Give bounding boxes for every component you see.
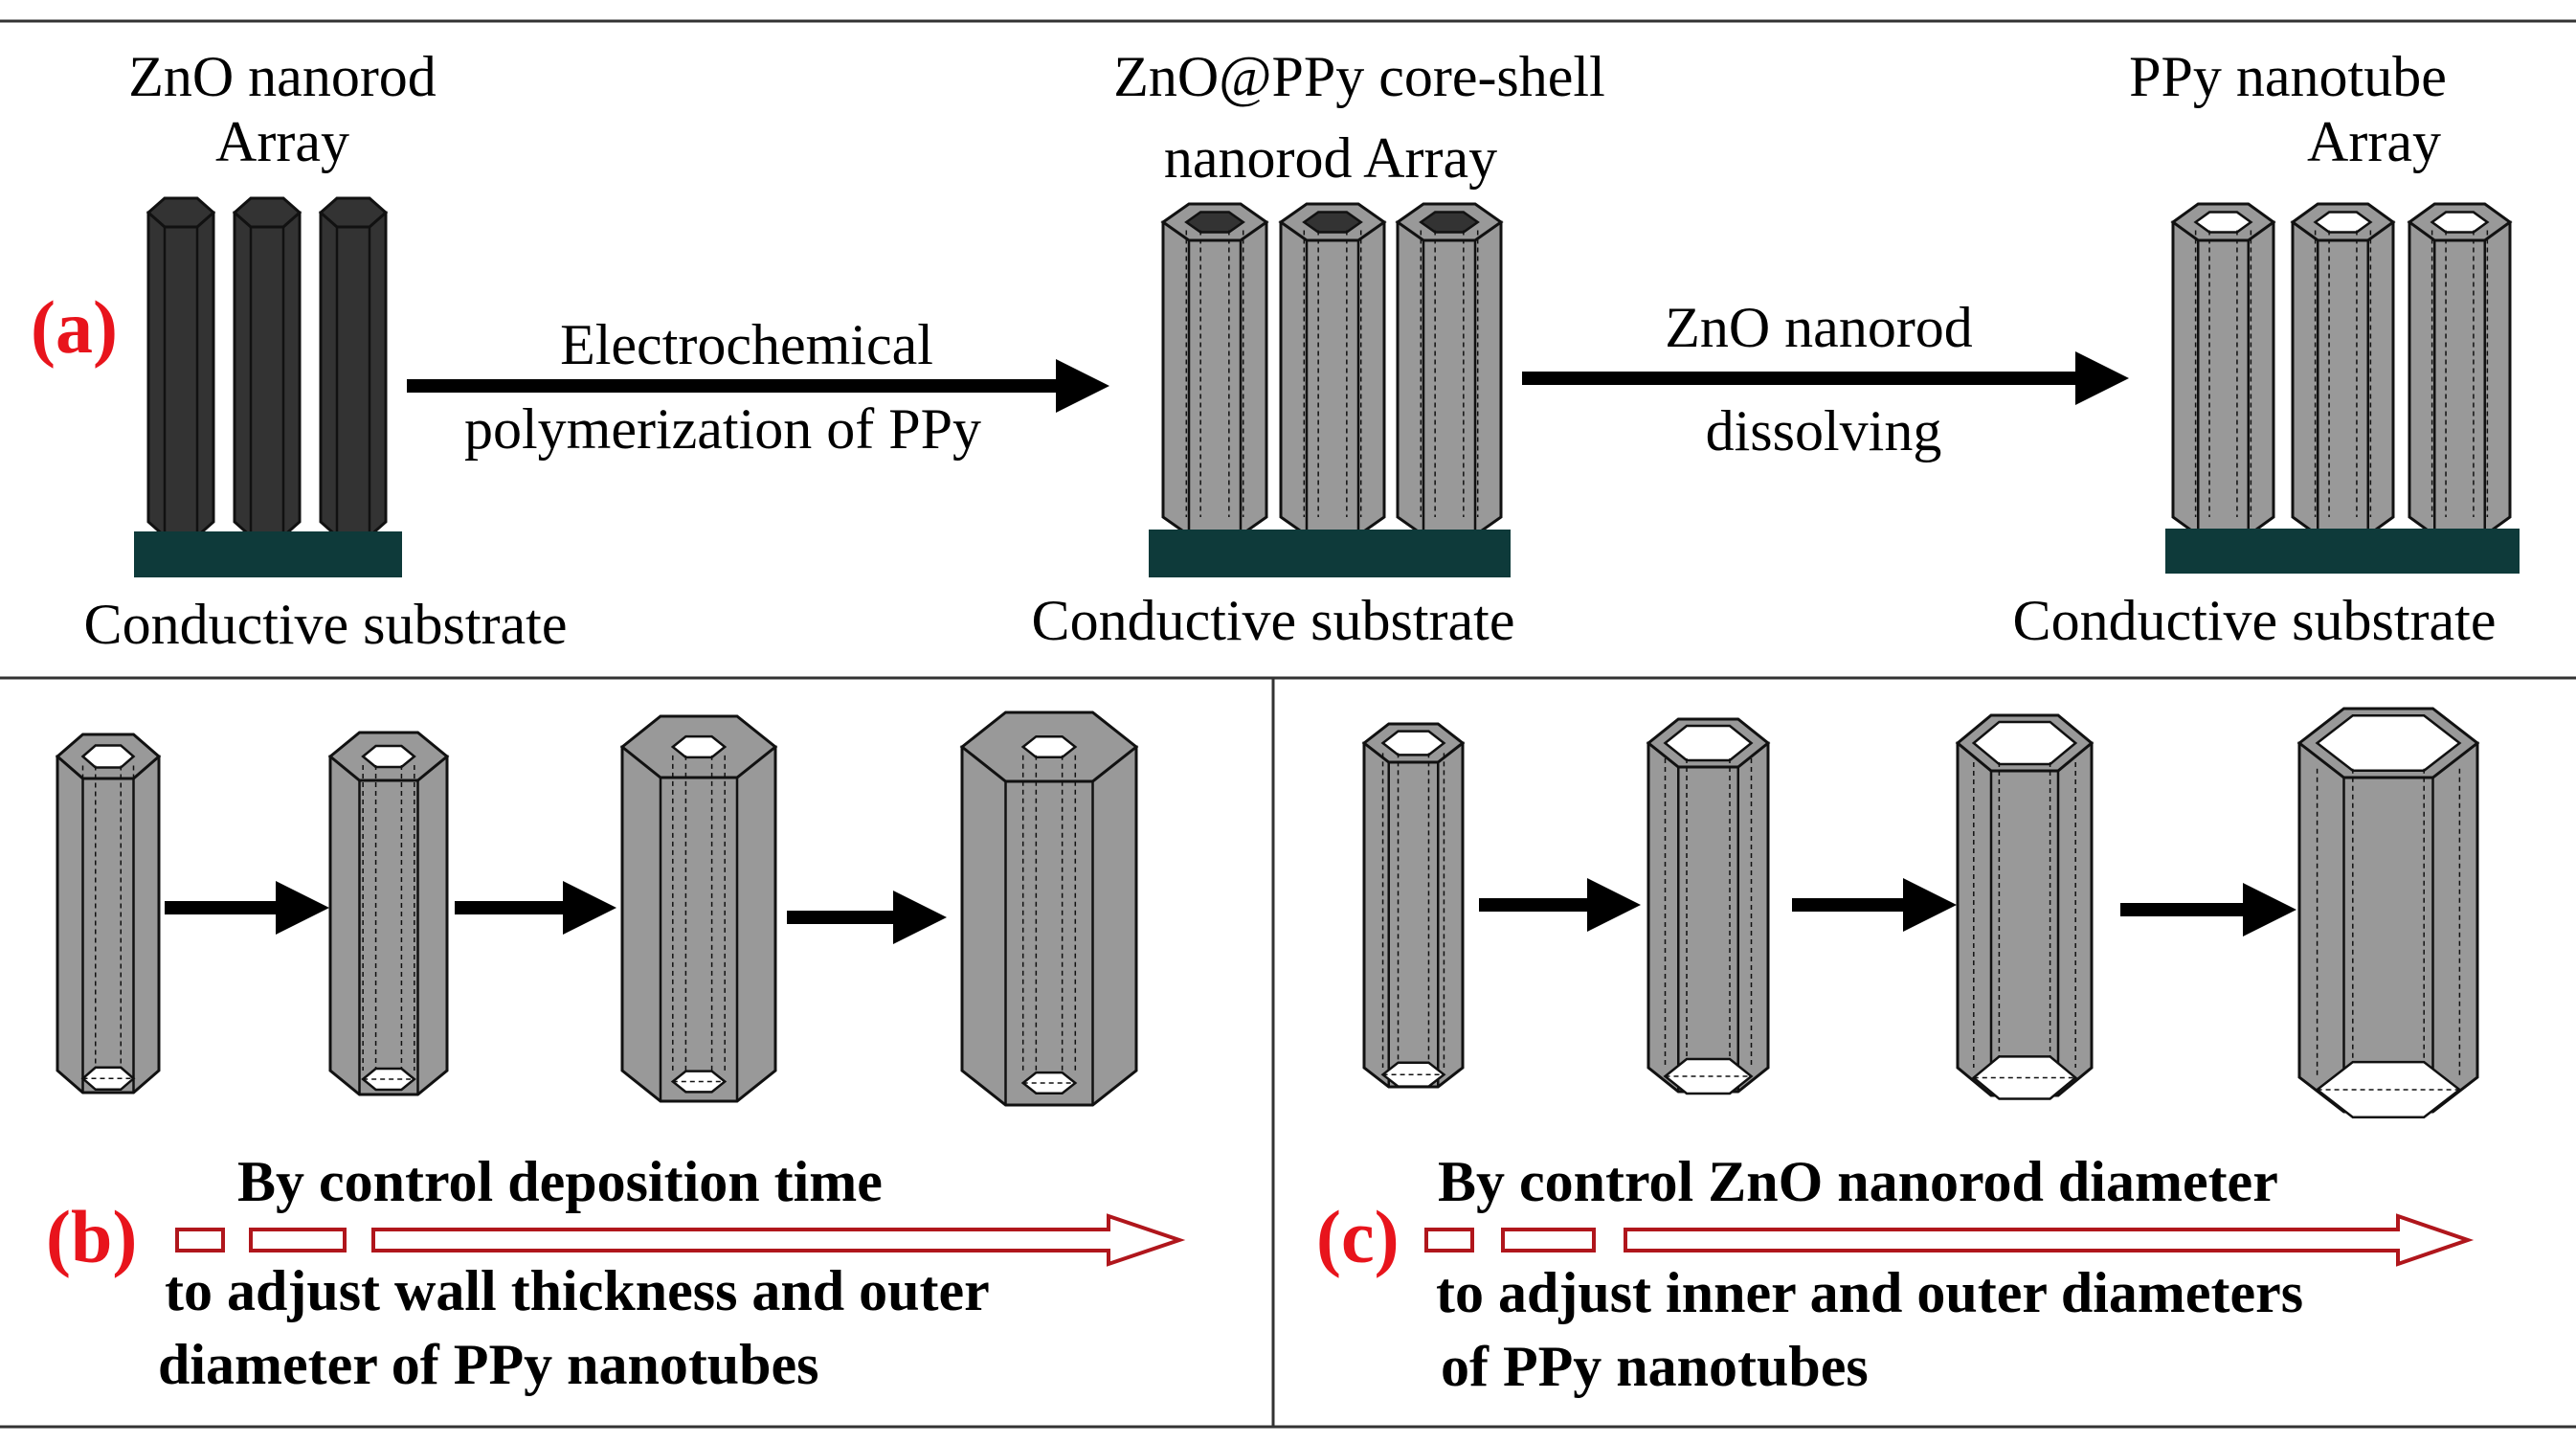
b-tube-2: [327, 731, 450, 1096]
diameter-tube-series: [1361, 707, 2480, 1119]
panel-a-tag: (a): [31, 285, 118, 369]
ppy-nanotube-array: [2170, 202, 2513, 537]
ppy-nanotube-1: [2170, 202, 2276, 537]
step1-label-line1: Electrochemical: [560, 313, 933, 376]
c-tube-2: [1646, 717, 1771, 1095]
panel-c-arrows: [1479, 878, 2296, 936]
zno-nanorod-array: [146, 196, 389, 538]
stage2-substrate-label: Conductive substrate: [1032, 589, 1515, 652]
panel-c-dashed-arrow: [1424, 1213, 2475, 1267]
c-tube-1: [1361, 722, 1466, 1089]
step1-label-line2: polymerization of PPy: [464, 397, 981, 461]
stage3-title-line2: Array: [2307, 110, 2441, 173]
stage3-substrate-label: Conductive substrate: [2013, 589, 2497, 652]
core-shell-nanorod-array: [1160, 202, 1504, 537]
panel-c-caption-line1: to adjust inner and outer diameters: [1436, 1261, 2303, 1324]
stage1-title-line2: Array: [215, 110, 349, 173]
core-shell-nanorod-1: [1160, 202, 1269, 537]
b-tube-3: [619, 714, 778, 1103]
core-shell-nanorod-3: [1395, 202, 1504, 537]
panel-b-caption-line2: diameter of PPy nanotubes: [158, 1333, 819, 1396]
panel-b-caption-top: By control deposition time: [237, 1150, 883, 1213]
stage2-title-line1: ZnO@PPy core-shell: [1113, 45, 1605, 108]
panel-b-tag: (b): [46, 1195, 137, 1278]
substrate-3: [2165, 529, 2520, 574]
step2-label-line1: ZnO nanorod: [1665, 296, 1973, 359]
step2-label-line2: dissolving: [1706, 399, 1942, 463]
wall-thickness-tube-series: [55, 711, 1139, 1107]
stage3-title-line1: PPy nanotube: [2129, 45, 2447, 108]
stage2-title-line2: nanorod Array: [1164, 126, 1497, 190]
panel-c-tag: (c): [1316, 1195, 1400, 1278]
panel-b-dashed-arrow: [175, 1213, 1186, 1267]
frame-lines: [0, 19, 2576, 1429]
zno-nanorod-3: [318, 196, 389, 538]
c-tube-3: [1955, 713, 2094, 1100]
ppy-nanotube-3: [2407, 202, 2513, 537]
substrate-1: [134, 531, 402, 577]
c-tube-4: [2296, 707, 2480, 1119]
substrate-2: [1149, 530, 1511, 577]
panel-b: By control deposition time (b) to adjust…: [46, 711, 1186, 1396]
zno-nanorod-1: [146, 196, 216, 538]
panel-c-caption-line2: of PPy nanotubes: [1441, 1335, 1869, 1398]
stage1-title-line1: ZnO nanorod: [128, 45, 437, 108]
panel-b-arrows: [165, 881, 947, 944]
zno-nanorod-2: [232, 196, 302, 538]
panel-a: (a) ZnO nanorod Array Conductive substra…: [31, 45, 2520, 656]
b-tube-4: [959, 711, 1139, 1107]
b-tube-1: [55, 733, 162, 1094]
panel-c: By control ZnO nanorod diameter (c) to a…: [1316, 707, 2480, 1398]
panel-b-caption-line1: to adjust wall thickness and outer: [165, 1259, 990, 1322]
core-shell-nanorod-2: [1278, 202, 1387, 537]
panel-c-caption-top: By control ZnO nanorod diameter: [1438, 1150, 2278, 1213]
stage1-substrate-label: Conductive substrate: [84, 593, 568, 656]
ppy-nanotube-2: [2290, 202, 2396, 537]
